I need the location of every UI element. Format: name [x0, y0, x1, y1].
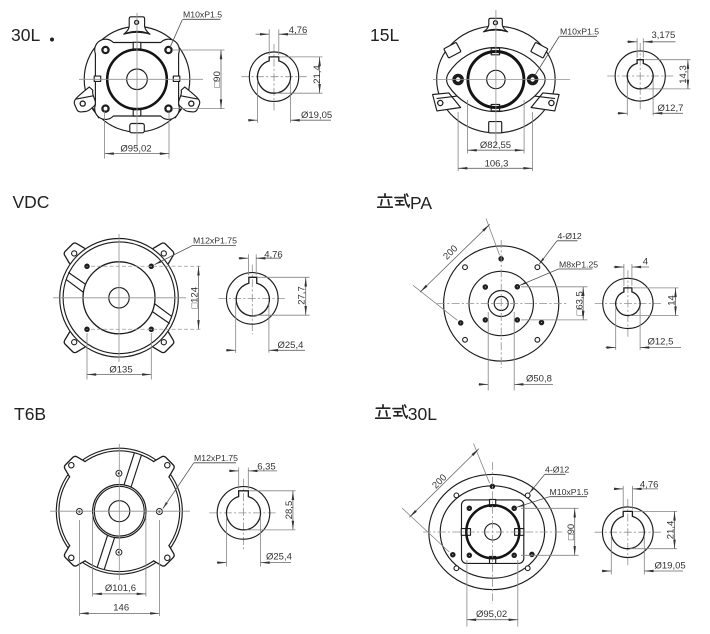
- svg-text:Ø25,4: Ø25,4: [266, 552, 292, 563]
- svg-text:Ø12,7: Ø12,7: [658, 103, 684, 114]
- svg-text:□90: □90: [566, 524, 577, 540]
- svg-text:15L: 15L: [370, 25, 399, 45]
- svg-text:□63,5: □63,5: [574, 291, 585, 315]
- svg-text:4-Ø12: 4-Ø12: [545, 465, 569, 475]
- svg-text:□90: □90: [212, 71, 223, 87]
- svg-text:4,76: 4,76: [640, 480, 659, 491]
- svg-text:14: 14: [666, 295, 677, 306]
- svg-text:106,3: 106,3: [485, 158, 509, 169]
- svg-text:Ø19,05: Ø19,05: [655, 560, 686, 571]
- svg-text:Ø19,05: Ø19,05: [301, 110, 332, 121]
- svg-text:21,4: 21,4: [665, 521, 676, 540]
- svg-text:21,4: 21,4: [312, 65, 323, 84]
- svg-text:M10xP1.5: M10xP1.5: [183, 10, 222, 20]
- svg-text:27,7: 27,7: [297, 286, 308, 305]
- svg-text:Ø95,02: Ø95,02: [476, 609, 507, 620]
- svg-text:Ø50,8: Ø50,8: [526, 373, 552, 384]
- svg-text:146: 146: [113, 602, 129, 613]
- svg-text:Ø101,6: Ø101,6: [105, 583, 136, 594]
- svg-text:28,5: 28,5: [284, 501, 295, 520]
- svg-text:Ø25,4: Ø25,4: [278, 340, 304, 351]
- svg-text:4,76: 4,76: [264, 249, 283, 260]
- svg-text:3,175: 3,175: [652, 30, 676, 41]
- svg-text:30L: 30L: [11, 25, 40, 45]
- svg-text:M10xP1.5: M10xP1.5: [560, 27, 599, 37]
- svg-text:Ø135: Ø135: [109, 364, 132, 375]
- svg-text:4-Ø12: 4-Ø12: [558, 231, 582, 241]
- svg-text:14,3: 14,3: [678, 65, 689, 84]
- svg-text:Ø82,55: Ø82,55: [480, 140, 511, 151]
- svg-text:T6B: T6B: [14, 404, 46, 424]
- svg-text:M12xP1.75: M12xP1.75: [194, 453, 238, 463]
- svg-text:Ø95,02: Ø95,02: [120, 143, 151, 154]
- svg-text:6,35: 6,35: [257, 461, 276, 472]
- svg-text:□124: □124: [190, 287, 201, 309]
- svg-text:30L: 30L: [408, 404, 437, 424]
- svg-text:PA: PA: [410, 193, 432, 213]
- svg-text:4: 4: [643, 256, 648, 267]
- svg-text:M12xP1.75: M12xP1.75: [193, 236, 237, 246]
- svg-text:Ø12,5: Ø12,5: [648, 337, 674, 348]
- svg-text:M10xP1.5: M10xP1.5: [550, 487, 589, 497]
- svg-text:4,76: 4,76: [289, 25, 308, 36]
- svg-text:VDC: VDC: [13, 192, 50, 212]
- svg-text:M8xP1.25: M8xP1.25: [559, 259, 598, 269]
